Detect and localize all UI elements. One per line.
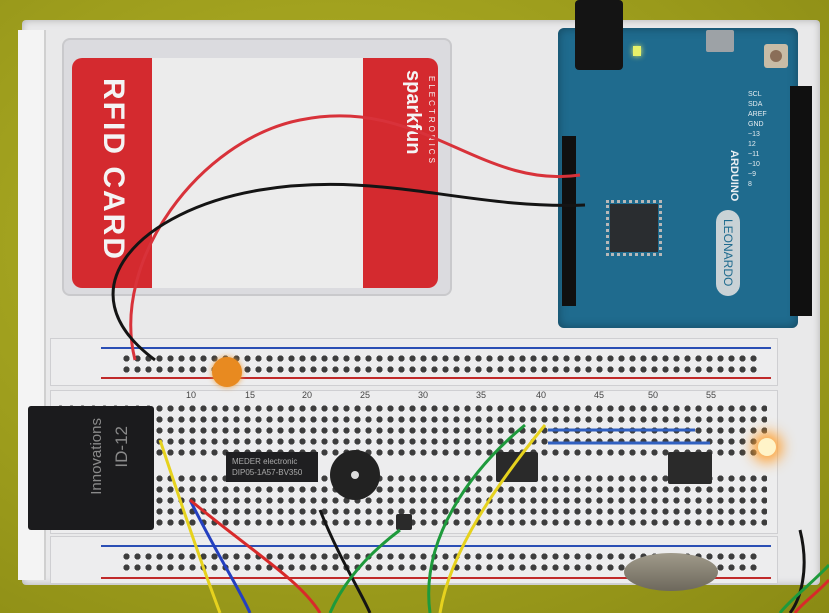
card-title: RFID CARD [97,78,130,261]
rfid-reader-id12: ID-12 Innovations [28,406,154,530]
coin-cell-battery [624,553,718,591]
card-band-left [72,58,152,288]
rfid-card: RFID CARD sparkfun ELECTRONICS [72,58,438,288]
pin-header-right [790,86,812,316]
ic-chip-left [496,452,538,482]
reset-button [764,44,788,68]
orange-led [212,357,242,387]
usb-port [706,30,734,52]
ic-chip-right [668,452,712,484]
card-brand: sparkfun [402,70,424,155]
microcontroller-chip [606,200,662,256]
power-jack [575,0,623,70]
power-led [633,46,641,56]
arduino-model: LEONARDO [716,210,740,296]
card-brand-sub: ELECTRONICS [427,76,436,166]
arduino-board [558,28,798,328]
pin-header-left [562,136,576,306]
arduino-logo: ARDUINO [728,150,740,202]
pin-labels: SCL SDA AREF GND ~13 12 ~11 ~10 ~9 8 [748,91,767,188]
lit-led [758,438,776,456]
card-band-right [363,58,438,288]
breadboard-main [50,390,778,534]
breadboard-top-rail [50,338,778,386]
piezo-buzzer [330,450,380,500]
reed-relay: MEDER electronic DIP05-1A57-BV350 [226,452,318,482]
transistor [396,514,412,530]
